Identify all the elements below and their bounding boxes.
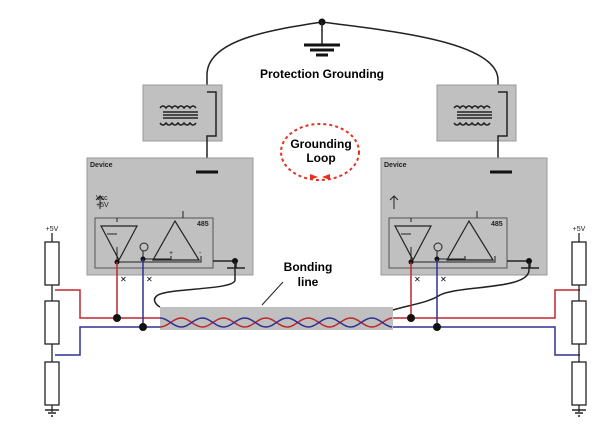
protection-ground bbox=[206, 18, 499, 92]
twisted-wire-b bbox=[159, 317, 393, 328]
device-left-label: Device bbox=[90, 162, 113, 169]
resistor-divider-left bbox=[44, 233, 60, 417]
ground-wire-left bbox=[206, 91, 217, 172]
chip-right-label: 485 bbox=[491, 221, 503, 228]
cut-mark-icon: ✕ bbox=[146, 275, 153, 284]
minus-label: - bbox=[199, 250, 202, 257]
cut-mark-icon: ✕ bbox=[440, 275, 447, 284]
ground-wire-right bbox=[497, 91, 508, 172]
plus5v-right-label: +5V bbox=[573, 226, 586, 233]
protection-grounding-label: Protection Grounding bbox=[260, 67, 384, 81]
bonding-shield bbox=[160, 307, 393, 330]
isolation-transformer-left bbox=[142, 84, 223, 142]
device-right-label: Device bbox=[384, 162, 407, 169]
vcc-label: Vcc bbox=[96, 195, 108, 202]
vcc-5v-label: +5V bbox=[96, 202, 109, 209]
grounding-loop-label-2: Loop bbox=[306, 151, 335, 165]
bonding-line-label-2: line bbox=[298, 275, 319, 289]
wire-a-right bbox=[393, 289, 580, 319]
wire-b-left bbox=[55, 326, 160, 356]
cut-mark-icon: ✕ bbox=[414, 275, 421, 284]
plus-label: + bbox=[169, 250, 173, 257]
bonding-wire-left bbox=[153, 262, 236, 308]
device-left: Device 485 Vcc +5V + - bbox=[85, 156, 255, 277]
resistor-divider-right bbox=[571, 233, 587, 417]
grounding-loop-ring bbox=[280, 123, 360, 181]
bonding-line-pointer bbox=[261, 281, 284, 306]
wire-b-right bbox=[393, 326, 580, 356]
cut-mark-icon: ✕ bbox=[120, 275, 127, 284]
wire-a-left bbox=[55, 289, 160, 319]
bonding-wire-right bbox=[392, 262, 530, 311]
device-right: Device 485 bbox=[379, 156, 549, 277]
bonding-line-label: Bonding bbox=[284, 260, 333, 274]
plus5v-left-label: +5V bbox=[46, 226, 59, 233]
twisted-pair bbox=[159, 317, 393, 328]
isolation-transformer-right bbox=[436, 84, 517, 142]
grounding-loop-label: Grounding bbox=[290, 137, 351, 151]
chip-left-label: 485 bbox=[197, 221, 209, 228]
loop-arrows-icon bbox=[310, 174, 330, 180]
